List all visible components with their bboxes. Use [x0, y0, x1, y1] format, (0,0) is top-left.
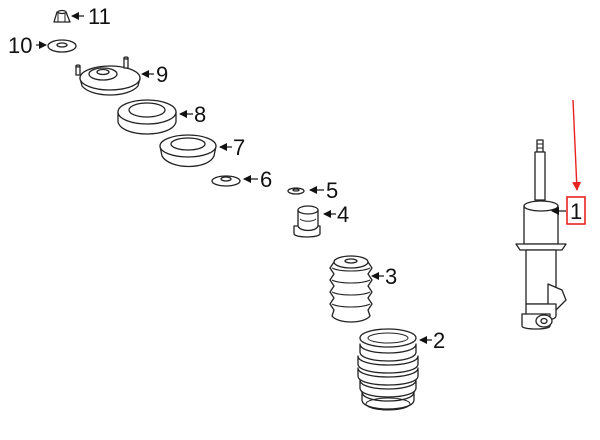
callout-1: 1: [570, 199, 582, 224]
callout-4: 4: [337, 202, 349, 227]
highlight-arrow: [572, 99, 582, 191]
part-10-washer: [47, 39, 77, 53]
part-6-insulator: [211, 175, 241, 187]
callout-5: 5: [326, 178, 338, 203]
part-11-nut: [53, 9, 71, 23]
callout-9: 9: [156, 62, 168, 87]
part-9-upper-mount: [75, 56, 141, 96]
callout-11: 11: [88, 4, 111, 29]
callout-1-highlight-box: [566, 196, 586, 225]
part-8-bearing: [117, 99, 177, 135]
callout-7: 7: [233, 135, 245, 160]
callout-10: 10: [8, 33, 32, 58]
callout-2: 2: [433, 328, 445, 353]
part-5-washer: [287, 187, 305, 195]
callout-6: 6: [260, 167, 272, 192]
callout-8: 8: [194, 102, 206, 127]
part-2-coil-spring: [357, 328, 419, 411]
part-1-strut: [515, 139, 567, 330]
part-7-spring-seat: [159, 134, 217, 168]
part-4-bump-stop: [293, 205, 321, 238]
part-3-dust-boot: [329, 255, 373, 323]
callout-3: 3: [385, 264, 397, 289]
